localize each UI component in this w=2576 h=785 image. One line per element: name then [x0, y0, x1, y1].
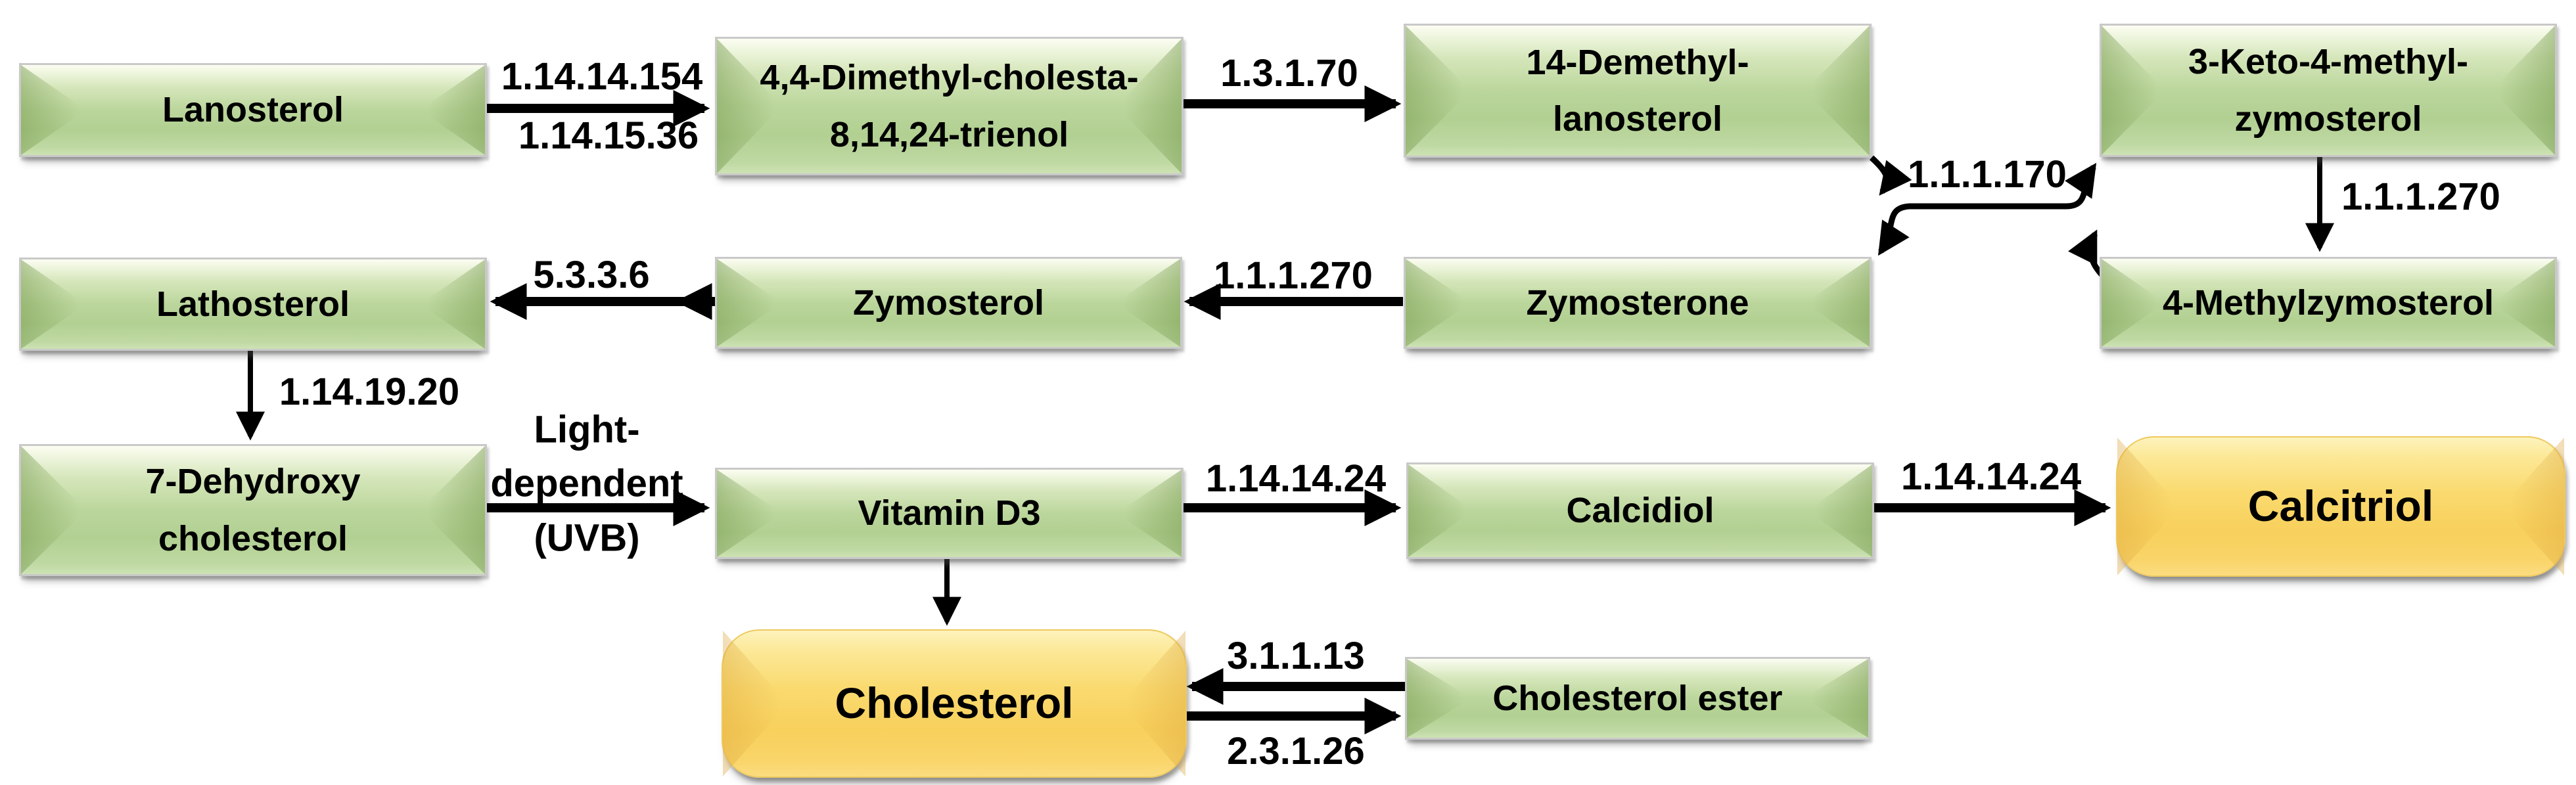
bevel-facet-right — [1803, 659, 1868, 738]
bevel-facet-left — [21, 259, 86, 349]
node-label: 14-Demethyl- lanosterol — [1526, 42, 1749, 139]
bevel-facet-left — [1407, 659, 1472, 738]
bevel-facet-left — [1408, 464, 1473, 557]
label-light-dependent-uvb: Light- dependent (UVB) — [490, 408, 683, 560]
ec-label-2-3-1-26: 2.3.1.26 — [1227, 729, 1365, 773]
bevel-facet-right — [420, 259, 485, 349]
bevel-facet-right — [420, 65, 485, 155]
ec-label-1-14-14-24-left: 1.14.14.24 — [1205, 457, 1387, 500]
bevel-facet-left — [723, 631, 788, 776]
node-dimethyl-trienol: 4,4-Dimethyl-cholesta- 8,14,24-trienol — [715, 37, 1184, 175]
ec-label-1-1-1-170: 1.1.1.170 — [1908, 152, 2067, 196]
bevel-facet-right — [1116, 470, 1182, 557]
bevel-facet-right — [2491, 26, 2555, 155]
node-zymosterol: Zymosterol — [715, 257, 1182, 349]
node-vitamin-d3: Vitamin D3 — [715, 468, 1184, 559]
bevel-facet-right — [2491, 259, 2555, 347]
node-keto-methyl-zymosterol: 3-Keto-4-methyl- zymosterol — [2100, 24, 2557, 157]
node-label: 3-Keto-4-methyl- zymosterol — [2188, 42, 2469, 139]
node-label: Vitamin D3 — [858, 493, 1041, 533]
node-label: Calcitriol — [2247, 482, 2434, 531]
ec-label-1-1-1-270-right: 1.1.1.270 — [2341, 175, 2500, 218]
ec-label-1-14-15-36: 1.14.15.36 — [518, 114, 699, 157]
bevel-facet-left — [1406, 259, 1471, 347]
arrow-demethyl-into-crossover — [1869, 155, 1912, 196]
node-cholesterol-ester: Cholesterol ester — [1405, 657, 1870, 740]
bevel-facet-left — [717, 470, 782, 557]
node-demethyl-lanosterol: 14-Demethyl- lanosterol — [1404, 24, 1872, 158]
ec-label-1-14-14-24-right: 1.14.14.24 — [1900, 455, 2082, 498]
ec-label-1-1-1-270-row2: 1.1.1.270 — [1214, 254, 1373, 297]
bevel-facet-right — [1805, 259, 1870, 347]
bevel-facet-left — [2117, 437, 2180, 575]
bevel-facet-left — [21, 65, 86, 155]
node-label: Lathosterol — [156, 284, 350, 324]
bevel-facet-right — [420, 446, 485, 574]
node-calcidiol: Calcidiol — [1406, 462, 1874, 559]
node-label: Calcidiol — [1566, 491, 1714, 531]
ec-label-1-14-19-20: 1.14.19.20 — [279, 370, 460, 413]
node-calcitriol: Calcitriol — [2116, 436, 2565, 577]
bevel-facet-left — [717, 259, 782, 347]
node-label: Zymosterone — [1526, 282, 1749, 323]
node-cholesterol: Cholesterol — [722, 629, 1187, 778]
node-label: Cholesterol ester — [1492, 678, 1783, 718]
node-label: 4,4-Dimethyl-cholesta- 8,14,24-trienol — [760, 58, 1139, 154]
bevel-facet-right — [1115, 259, 1180, 347]
bevel-facet-left — [1406, 26, 1471, 156]
node-label: Cholesterol — [835, 679, 1074, 728]
ec-label-3-1-1-13: 3.1.1.13 — [1227, 634, 1365, 677]
node-zymosterone: Zymosterone — [1404, 257, 1872, 349]
node-dehydroxy-cholesterol: 7-Dehydroxy cholesterol — [19, 444, 487, 576]
ec-label-1-3-1-70: 1.3.1.70 — [1220, 51, 1358, 95]
ec-label-5-3-3-6: 5.3.3.6 — [533, 253, 650, 296]
node-label: Lanosterol — [162, 90, 344, 130]
node-label: Zymosterol — [852, 282, 1045, 323]
bevel-facet-left — [2102, 26, 2165, 155]
bevel-facet-right — [1807, 464, 1872, 557]
node-label: 7-Dehydroxy cholesterol — [145, 462, 361, 558]
bevel-facet-right — [2501, 437, 2564, 575]
bevel-facet-right — [1120, 631, 1185, 776]
ec-label-1-14-14-154: 1.14.14.154 — [501, 55, 703, 98]
bevel-facet-right — [1805, 26, 1870, 156]
node-lathosterol: Lathosterol — [19, 258, 487, 351]
node-lanosterol: Lanosterol — [19, 63, 487, 157]
arrow-crossover-main — [1877, 162, 2097, 256]
node-label: 4-Methylzymosterol — [2162, 282, 2495, 323]
bevel-facet-left — [21, 446, 86, 574]
node-methyl-zymosterol: 4-Methylzymosterol — [2100, 257, 2557, 349]
